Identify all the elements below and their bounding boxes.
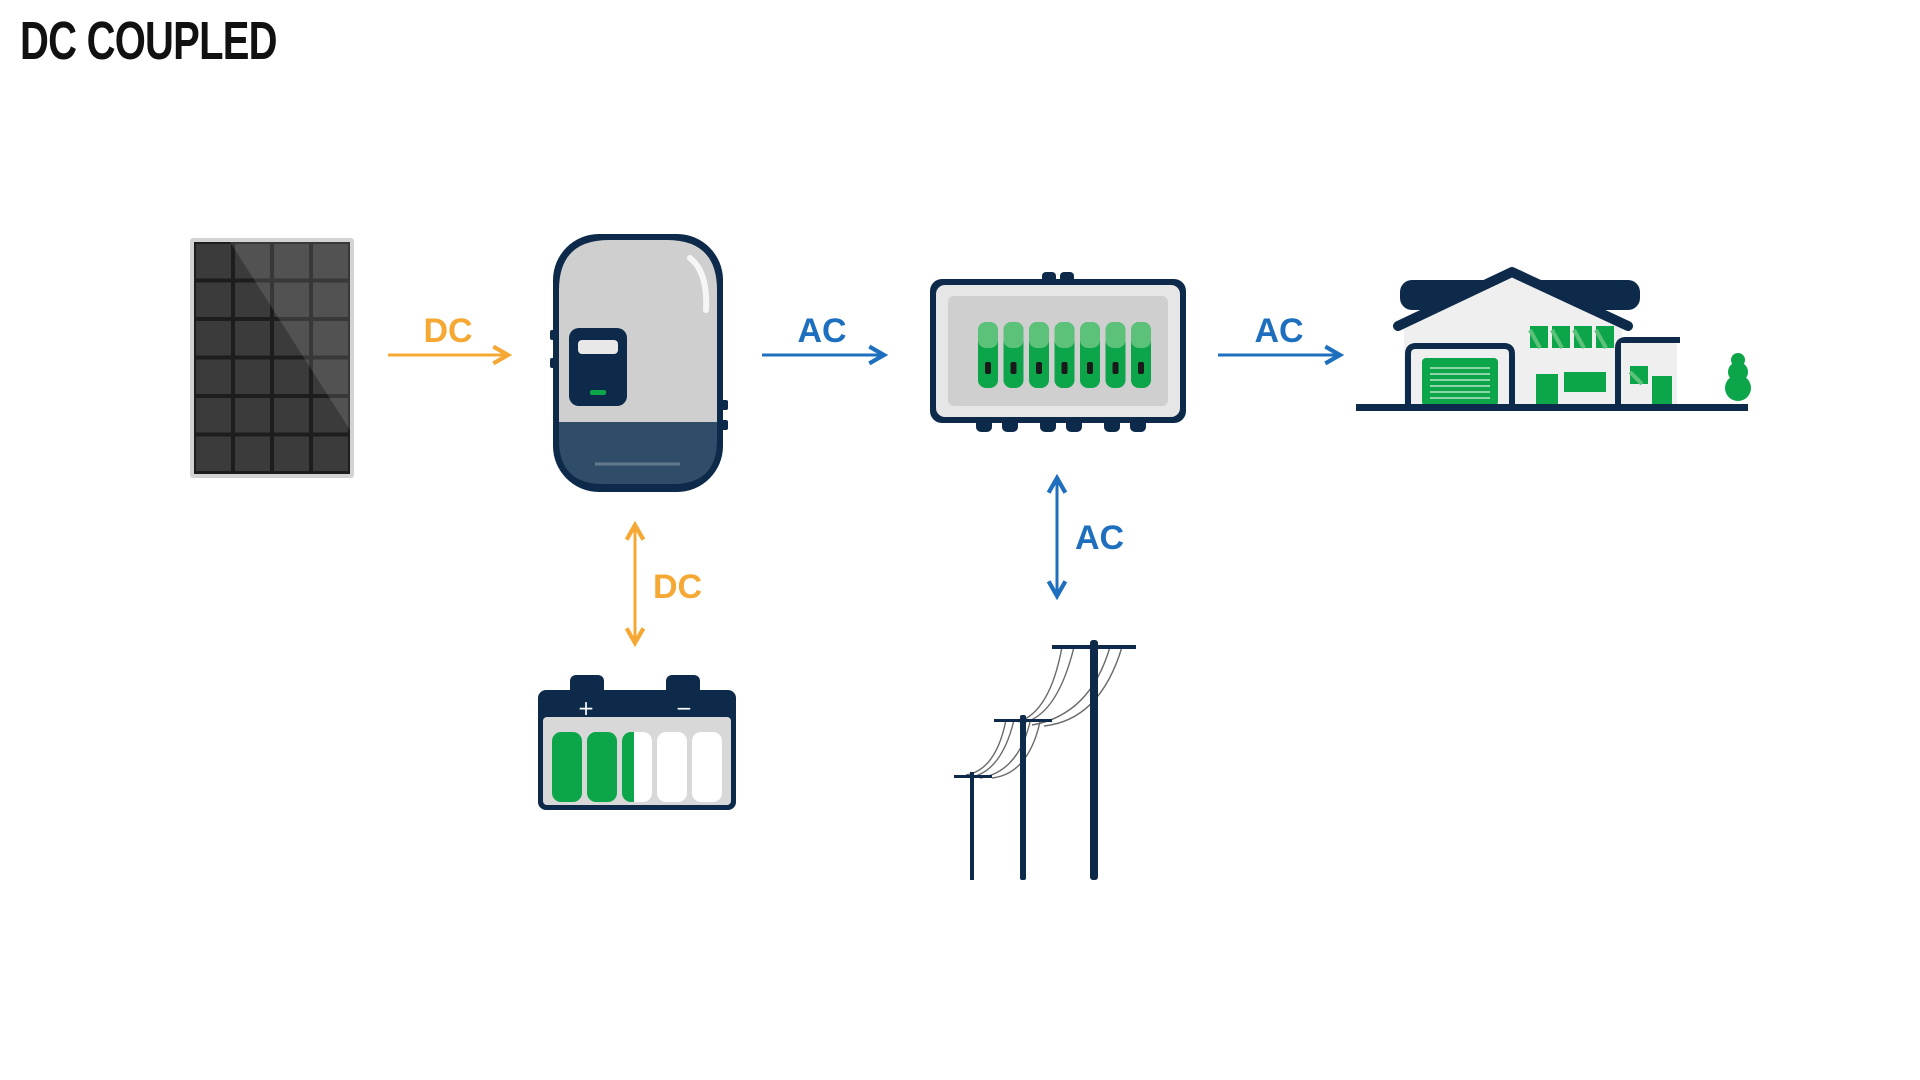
breaker-switch xyxy=(1112,362,1119,374)
breaker-switch xyxy=(1087,362,1093,374)
ac-label-panelboard-grid: AC xyxy=(1075,519,1124,557)
breaker-top xyxy=(1003,322,1024,348)
solar-cell xyxy=(274,244,309,279)
ac-label-panelboard-house: AC xyxy=(1254,312,1303,350)
solar-cell xyxy=(274,282,309,317)
battery-cell xyxy=(587,732,617,802)
solar-cell xyxy=(313,244,348,279)
breaker-switch xyxy=(1138,362,1144,374)
battery-minus-label: − xyxy=(676,696,693,720)
breaker-switch xyxy=(1010,362,1017,374)
solar-cell xyxy=(235,282,270,317)
breaker-top xyxy=(1080,322,1100,348)
house-icon xyxy=(1356,267,1751,411)
breaker-switch xyxy=(1036,362,1042,374)
solar-cell xyxy=(235,359,270,394)
solar-cell xyxy=(235,398,270,433)
dc-connector-inverter-battery: DC xyxy=(635,525,702,643)
breaker-top xyxy=(1131,322,1151,348)
page-title: DC COUPLED xyxy=(20,11,278,71)
battery-cell xyxy=(622,732,652,802)
solar-cell xyxy=(313,282,348,317)
solar-cell xyxy=(196,321,231,356)
ac-label-inverter-panelboard: AC xyxy=(797,312,846,350)
solar-cell xyxy=(196,398,231,433)
solar-cell xyxy=(196,282,231,317)
solar-cell xyxy=(274,398,309,433)
battery-cell-body xyxy=(657,732,687,802)
dc-connector-panel-inverter: DC xyxy=(388,312,508,355)
breaker-switch xyxy=(985,362,991,374)
utility-pole-icon xyxy=(954,640,1136,880)
solar-cell xyxy=(313,436,348,471)
panelboard-icon xyxy=(930,272,1186,432)
solar-cell xyxy=(196,436,231,471)
solar-cell xyxy=(235,436,270,471)
solar-cell xyxy=(196,359,231,394)
solar-cell xyxy=(274,359,309,394)
ac-connector-panelboard-house: AC xyxy=(1218,312,1340,355)
solar-cell xyxy=(274,321,309,356)
battery-cell-fill xyxy=(552,732,582,802)
ac-connector-panelboard-grid: AC xyxy=(1057,478,1124,596)
solar-cell xyxy=(235,321,270,356)
battery-cell xyxy=(692,732,722,802)
solar-cell xyxy=(313,398,348,433)
ac-connector-inverter-panelboard: AC xyxy=(762,312,884,355)
solar-panel-icon xyxy=(190,238,354,478)
breaker-top xyxy=(1054,322,1075,348)
battery-cell xyxy=(657,732,687,802)
solar-cell xyxy=(313,321,348,356)
dc-label-inverter-battery: DC xyxy=(653,568,702,606)
breaker-switch xyxy=(1061,362,1068,374)
breaker-top xyxy=(1029,322,1049,348)
solar-cell xyxy=(196,244,231,279)
solar-cell xyxy=(313,359,348,394)
battery-cell-fill xyxy=(622,732,634,802)
battery-cell-fill xyxy=(587,732,617,802)
battery-icon: + − xyxy=(538,675,736,810)
battery-cell-body xyxy=(692,732,722,802)
solar-cell xyxy=(235,244,270,279)
breaker-top xyxy=(978,322,998,348)
inverter-icon xyxy=(550,234,728,492)
dc-label-panel-inverter: DC xyxy=(423,312,472,350)
battery-cell xyxy=(552,732,582,802)
battery-plus-label: + xyxy=(578,696,595,720)
solar-cell xyxy=(274,436,309,471)
breaker-top xyxy=(1105,322,1126,348)
